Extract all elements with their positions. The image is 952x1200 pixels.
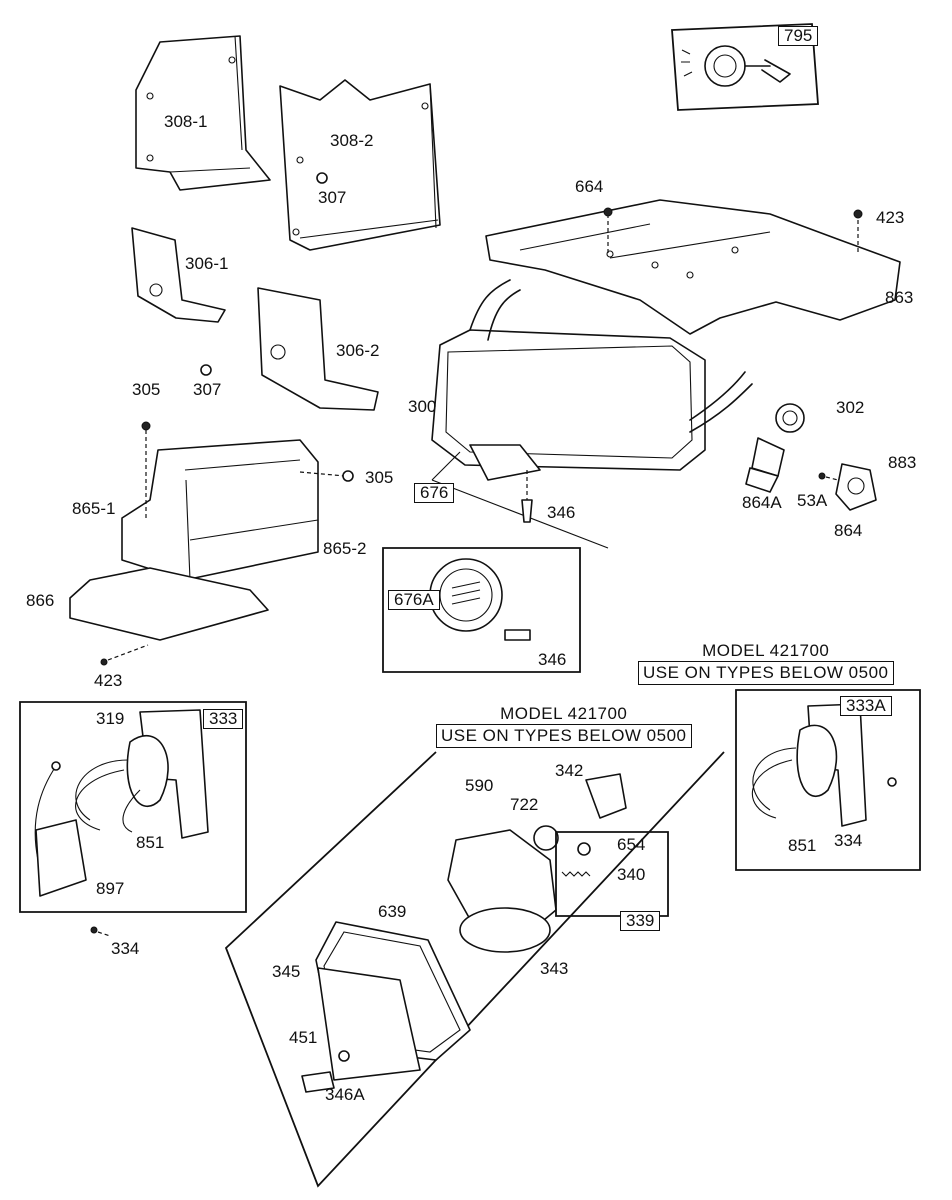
model-banner-right: MODEL 421700 USE ON TYPES BELOW 0500 xyxy=(638,641,894,685)
callout-302: 302 xyxy=(836,398,865,417)
plate-664-863 xyxy=(485,199,901,335)
callout-864A: 864A xyxy=(742,493,782,512)
callout-883: 883 xyxy=(888,453,917,472)
callout-308-1: 308-1 xyxy=(164,112,208,131)
callout-866: 866 xyxy=(26,591,55,610)
types-label: USE ON TYPES BELOW 0500 xyxy=(436,724,692,748)
callout-346A: 346A xyxy=(325,1085,365,1104)
model-label: MODEL 421700 xyxy=(702,641,830,660)
callout-423-upper: 423 xyxy=(876,208,905,227)
cover-306-2 xyxy=(200,287,379,411)
shroud-308-2 xyxy=(279,79,441,251)
callout-308-2: 308-2 xyxy=(330,131,374,150)
callout-346-upper: 346 xyxy=(547,503,576,522)
bracket-866 xyxy=(69,567,269,666)
callout-305-right: 305 xyxy=(365,468,394,487)
callout-342: 342 xyxy=(555,761,584,780)
callout-319: 319 xyxy=(96,709,125,728)
callout-676A: 676A xyxy=(388,590,440,610)
callout-333A: 333A xyxy=(840,696,892,716)
ignition-switch-inset xyxy=(671,23,819,111)
callout-590: 590 xyxy=(465,776,494,795)
callout-664: 664 xyxy=(575,177,604,196)
callout-851-left: 851 xyxy=(136,833,165,852)
callout-722: 722 xyxy=(510,795,539,814)
callout-305-left: 305 xyxy=(132,380,161,399)
callout-654: 654 xyxy=(617,835,646,854)
model-banner-center: MODEL 421700 USE ON TYPES BELOW 0500 xyxy=(436,704,692,748)
callout-339: 339 xyxy=(620,911,661,931)
callout-864: 864 xyxy=(834,521,863,540)
callout-334-right: 334 xyxy=(834,831,863,850)
callout-306-2: 306-2 xyxy=(336,341,380,360)
callout-340: 340 xyxy=(617,865,646,884)
callout-863: 863 xyxy=(885,288,914,307)
callout-795: 795 xyxy=(778,26,819,46)
types-label: USE ON TYPES BELOW 0500 xyxy=(638,661,894,685)
ignition-module-inset-333A xyxy=(735,689,921,871)
cap-and-valve-parts xyxy=(745,403,877,511)
ignition-module-inset-333 xyxy=(19,701,247,937)
callout-53A: 53A xyxy=(797,491,828,510)
fuel-cap-inset-676A xyxy=(382,547,581,673)
callout-865-2: 865-2 xyxy=(323,539,367,558)
callout-307-upper: 307 xyxy=(318,188,347,207)
callout-865-1: 865-1 xyxy=(72,499,116,518)
callout-300: 300 xyxy=(408,397,437,416)
callout-897: 897 xyxy=(96,879,125,898)
callout-851-right: 851 xyxy=(788,836,817,855)
callout-346-inset: 346 xyxy=(538,650,567,669)
callout-639: 639 xyxy=(378,902,407,921)
housing-865 xyxy=(121,421,354,581)
shroud-308-1 xyxy=(135,35,271,191)
callout-423-lower: 423 xyxy=(94,671,123,690)
callout-345: 345 xyxy=(272,962,301,981)
lamp-assembly-inset xyxy=(224,751,725,1188)
callout-306-1: 306-1 xyxy=(185,254,229,273)
model-label: MODEL 421700 xyxy=(500,704,628,723)
fuel-tank-300 xyxy=(431,279,753,549)
callout-333: 333 xyxy=(203,709,244,729)
callout-334-left: 334 xyxy=(111,939,140,958)
cover-306-1 xyxy=(131,227,226,323)
callout-343: 343 xyxy=(540,959,569,978)
callout-676: 676 xyxy=(414,483,455,503)
callout-307-lower: 307 xyxy=(193,380,222,399)
callout-451: 451 xyxy=(289,1028,318,1047)
